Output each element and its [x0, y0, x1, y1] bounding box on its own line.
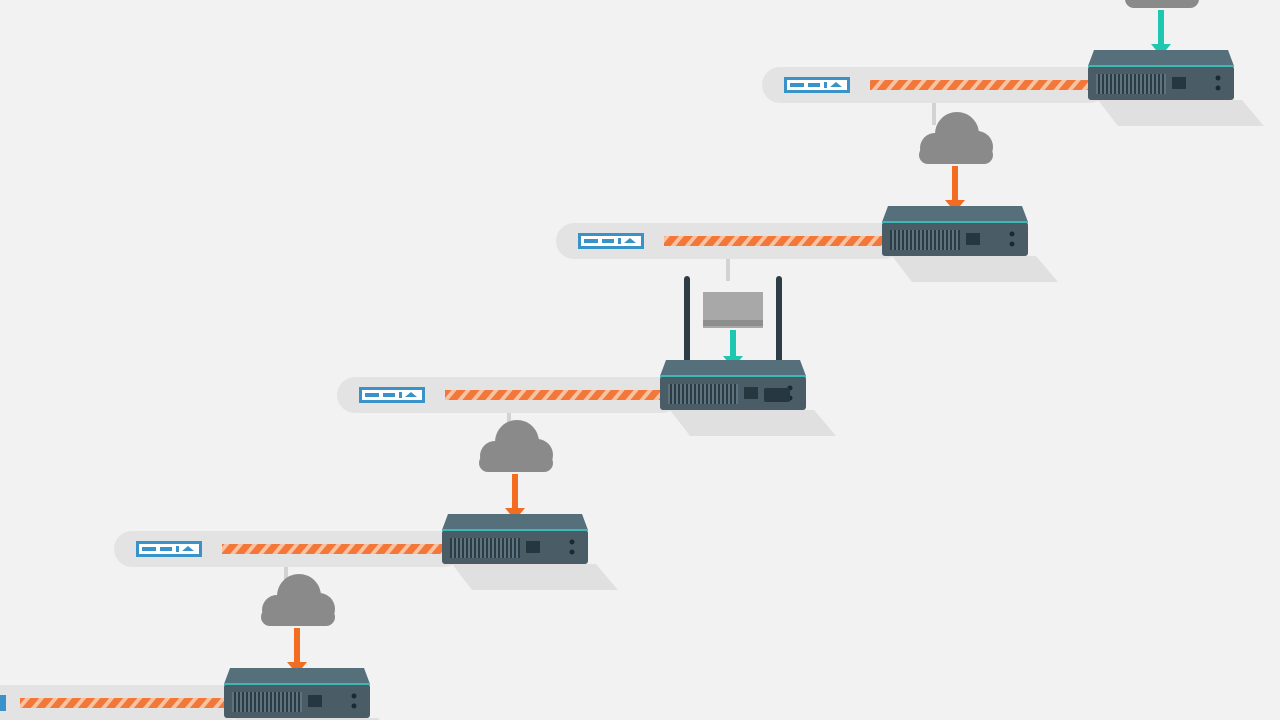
blue-port-panel-icon: [136, 541, 202, 557]
antenna-icon: [776, 276, 782, 364]
led-icon: [1215, 85, 1221, 91]
cloud-icon: [1125, 0, 1199, 8]
hatched-cable: [20, 698, 224, 708]
connector-lines: [284, 103, 936, 589]
led-icon: [1215, 75, 1221, 81]
port-icon: [308, 695, 322, 707]
blue-port-panel-icon: [784, 77, 850, 93]
vent-grille: [1096, 74, 1166, 94]
led-icon: [569, 549, 575, 555]
connector-line: [284, 567, 288, 589]
blue-port-panel-icon: [578, 233, 644, 249]
wireless-router-icon: [660, 360, 836, 436]
cloud-icon: [919, 112, 993, 164]
led-icon: [1009, 241, 1015, 247]
connector-line: [726, 259, 730, 281]
server-icon: [224, 668, 380, 720]
vent-grille: [668, 384, 738, 404]
ethernet-port-icon: [764, 388, 790, 402]
server-icon: [1088, 50, 1264, 126]
port-icon: [744, 387, 758, 399]
cloud-icon: [261, 574, 335, 626]
led-icon: [1009, 231, 1015, 237]
cloud-icon: [479, 420, 553, 472]
orange-arrow-down-icon: [505, 474, 525, 520]
blue-port-panel-icon: [359, 387, 425, 403]
step-2: [556, 112, 1058, 282]
port-icon: [526, 541, 540, 553]
hatched-cable: [445, 390, 660, 400]
teal-arrow-down-icon: [1151, 10, 1171, 56]
port-icon: [1172, 77, 1186, 89]
server-icon: [882, 206, 1058, 282]
led-icon: [351, 693, 357, 699]
vent-grille: [232, 692, 302, 712]
hatched-cable: [664, 236, 882, 246]
vent-grille: [890, 230, 960, 250]
blue-port-panel-icon: [0, 695, 6, 711]
server-icon: [442, 514, 618, 590]
led-icon: [351, 703, 357, 709]
step-3: [337, 276, 836, 436]
hatched-cable: [870, 80, 1088, 90]
connector-line: [932, 103, 936, 125]
orange-arrow-down-icon: [287, 628, 307, 674]
screen-icon: [703, 292, 763, 328]
step-1: [762, 0, 1264, 126]
orange-arrow-down-icon: [945, 166, 965, 212]
led-icon: [569, 539, 575, 545]
port-icon: [966, 233, 980, 245]
step-4: [114, 420, 618, 590]
antenna-icon: [684, 276, 690, 364]
step-5: [0, 574, 380, 720]
hatched-cable: [222, 544, 442, 554]
vent-grille: [450, 538, 520, 558]
